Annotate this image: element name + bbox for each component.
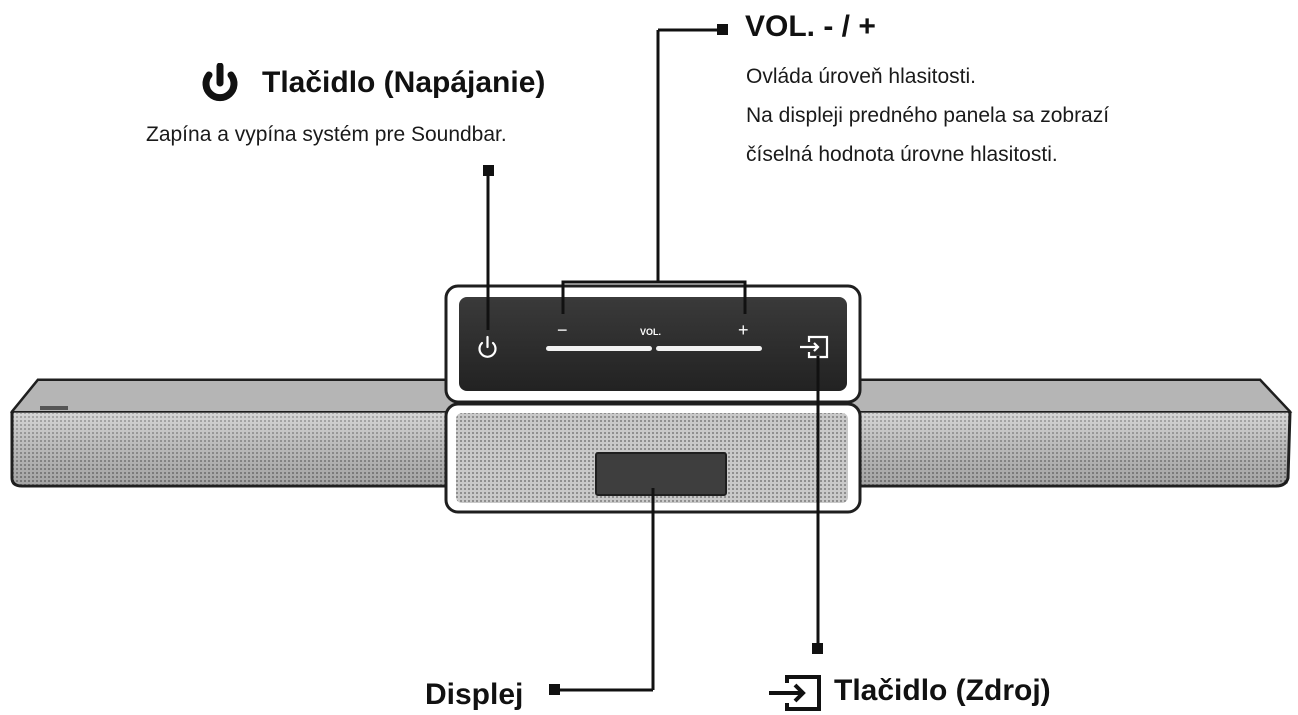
power-title: Tlačidlo (Napájanie) (262, 66, 546, 99)
vol-plus-label: + (738, 320, 749, 340)
source-title: Tlačidlo (Zdroj) (834, 674, 1051, 707)
vol-minus-label: − (557, 320, 568, 340)
callout-lines (486, 28, 820, 692)
front-panel (444, 402, 862, 514)
display-window (595, 452, 727, 496)
volume-title: VOL. - / + (745, 10, 876, 43)
panel-volume-slider (546, 346, 762, 351)
panel-source-button (800, 335, 829, 359)
volume-description-line-1: Ovláda úroveň hlasitosti. (746, 65, 976, 88)
volume-description-line-2: Na displeji predného panela sa zobrazí (746, 104, 1110, 127)
display-title: Displej (425, 678, 524, 711)
control-panel (444, 284, 862, 404)
volume-description-line-3: číselná hodnota úrovne hlasitosti. (746, 143, 1058, 166)
power-icon (202, 63, 238, 102)
source-input-icon (769, 675, 821, 711)
vol-label: VOL. (640, 327, 662, 337)
panel-power-button (478, 335, 497, 358)
power-description: Zapína a vypína systém pre Soundbar. (146, 123, 507, 146)
callout-markers (483, 24, 823, 695)
